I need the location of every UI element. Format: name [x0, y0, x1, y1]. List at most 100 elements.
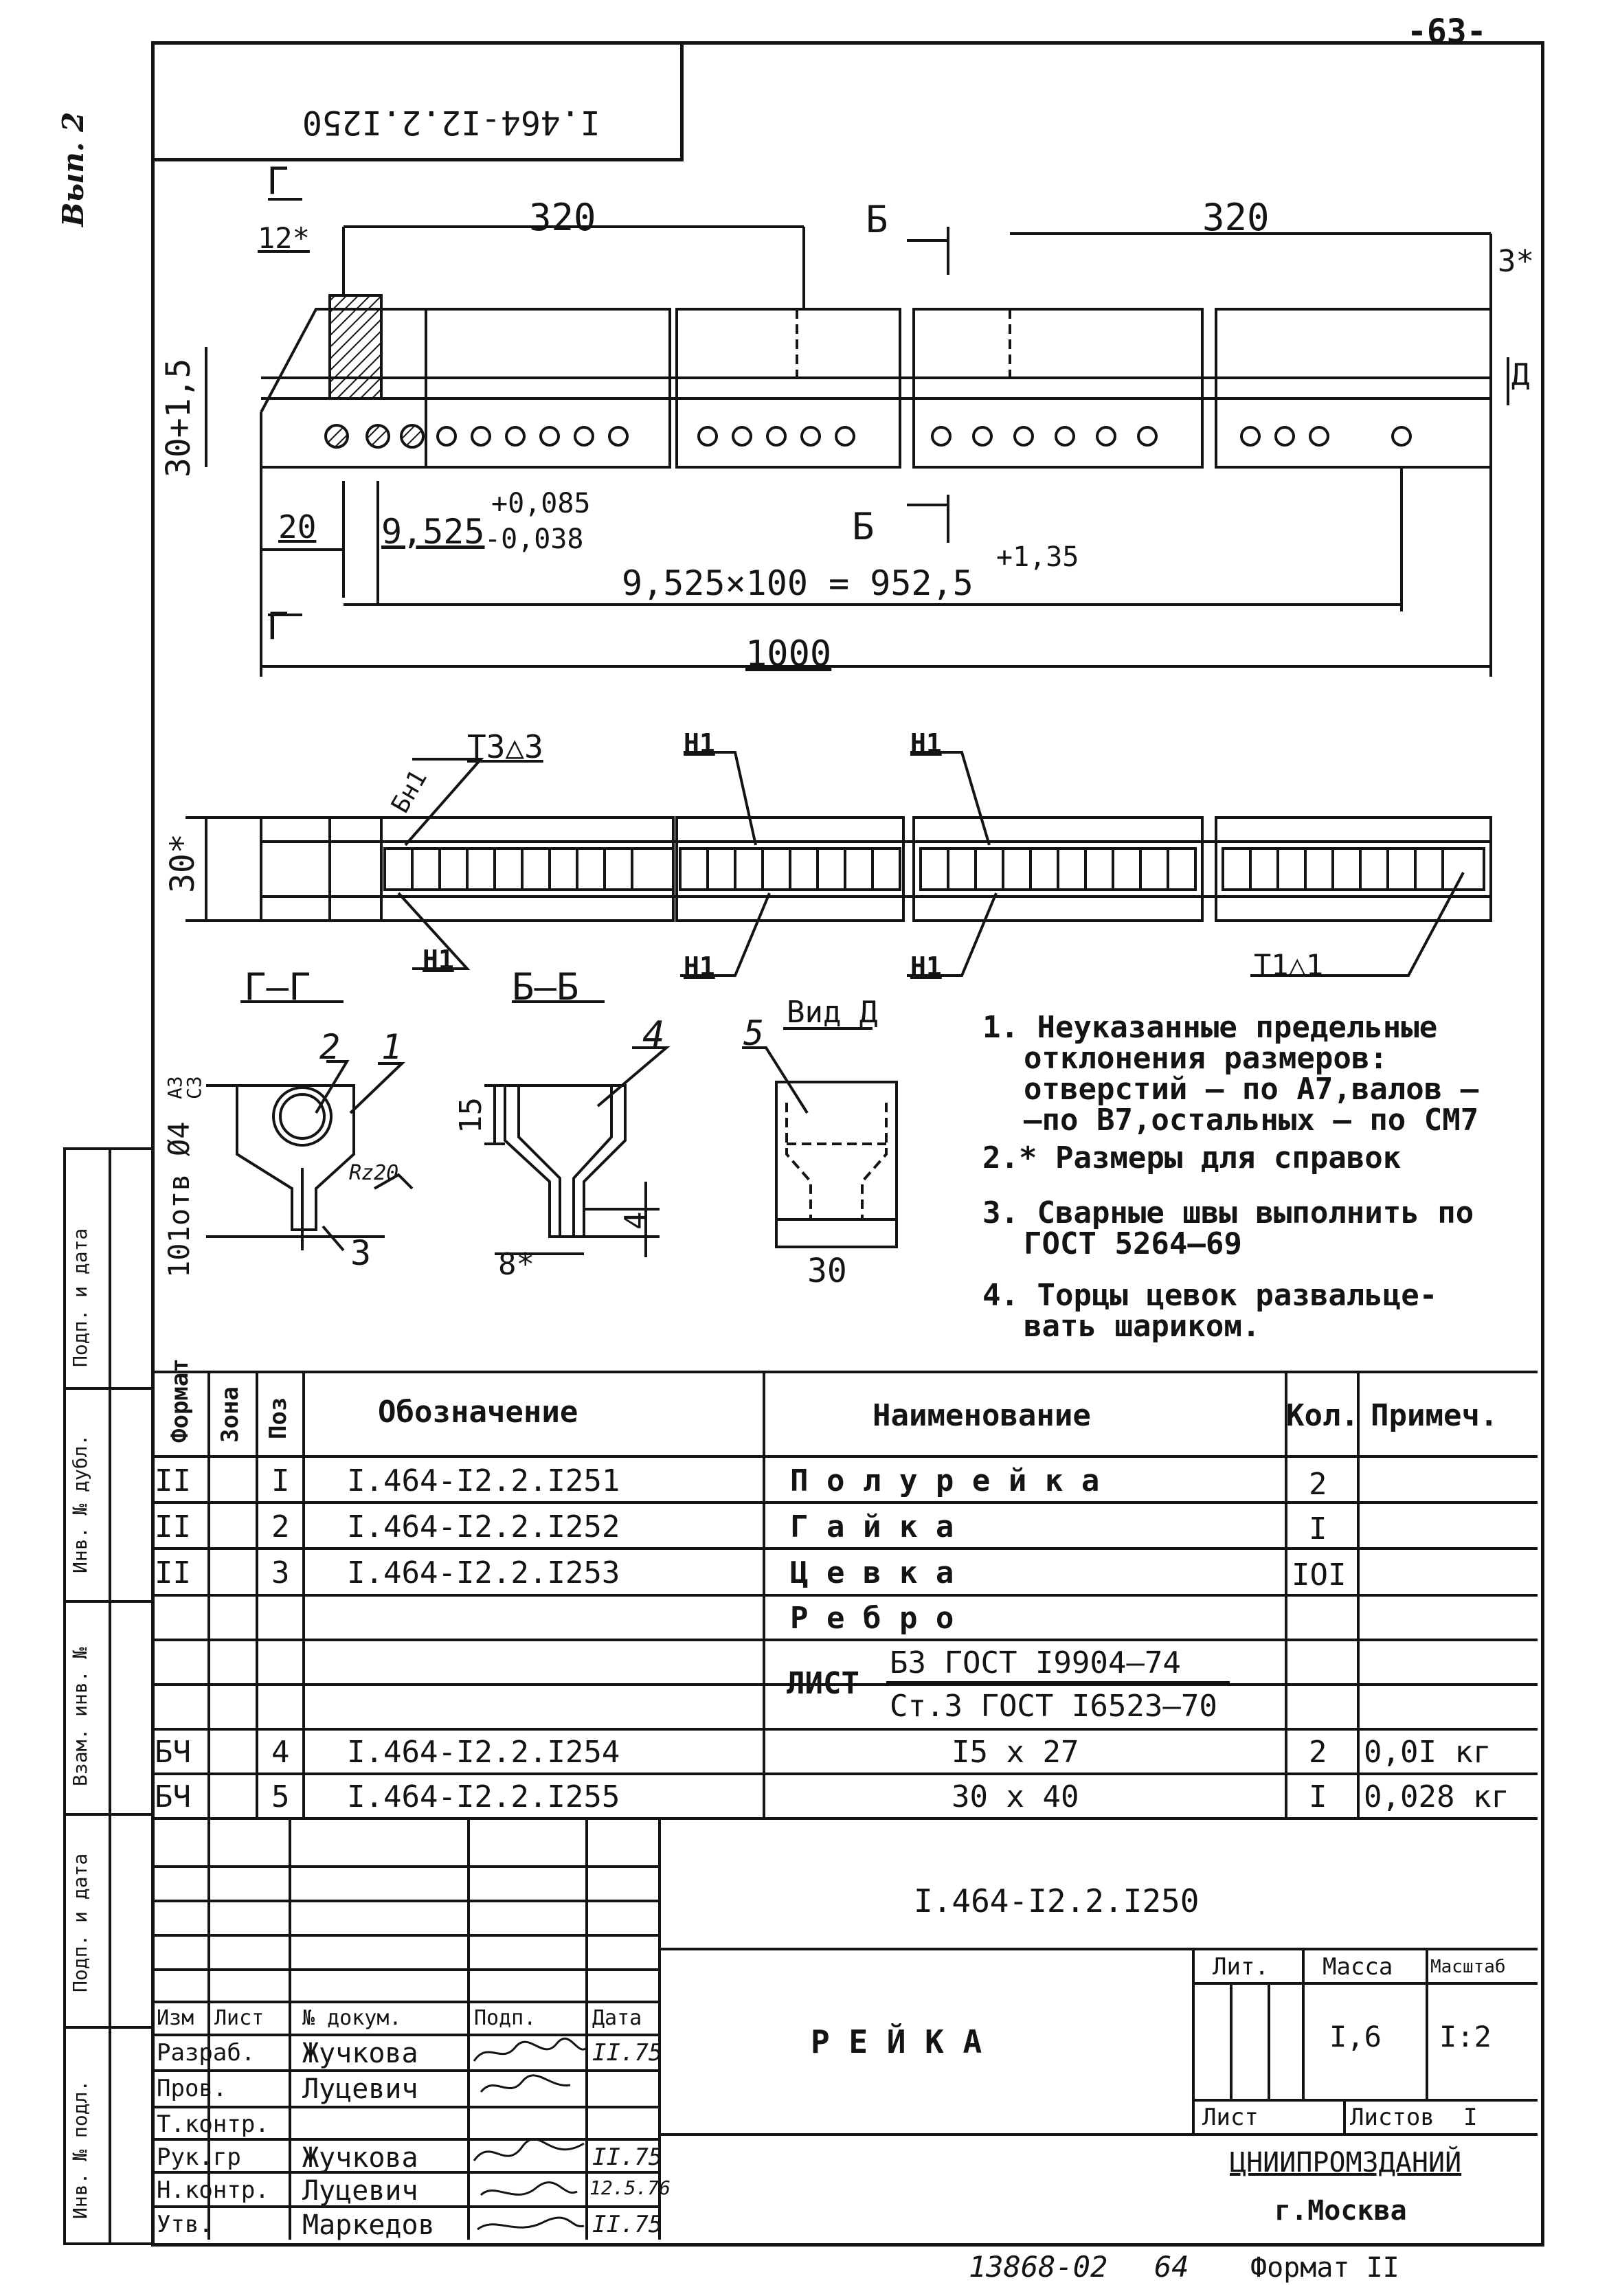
view-title-d: Вид Д: [787, 995, 878, 1030]
dim-101-holes: 101отв Ø4: [162, 1121, 196, 1278]
doc-code: I.464-I2.2.I250: [914, 1882, 1200, 1920]
dim-pitch-tol-low: -0,038: [484, 524, 584, 555]
part-name: Р Е Й К А: [811, 2023, 982, 2060]
section-title-bb: Б—Б: [512, 965, 579, 1009]
row-8-designation: I.464-I2.2.I255: [347, 1779, 620, 1814]
leader-5: 5: [743, 1013, 765, 1053]
section-views: [206, 1000, 898, 1257]
section-mark-b-bottom: Б: [852, 505, 875, 548]
col-zone: Зона: [216, 1386, 244, 1443]
side-stamp-3: Взам. инв. №: [69, 1647, 91, 1786]
section-title-gg: Г—Г: [244, 965, 311, 1009]
weld-n1-e: Н1: [910, 952, 942, 982]
row-8-note: 0,028 кг: [1364, 1779, 1509, 1814]
side-stamp-1: Подп. и дата: [69, 1228, 91, 1367]
row-1-name: П о л у р е й к а: [790, 1463, 1100, 1498]
role-2: Пров.: [157, 2075, 227, 2102]
row-7-name: I5 x 27: [952, 1735, 1079, 1770]
note-line-8: 4. Торцы цевок развальце-: [982, 1278, 1438, 1313]
note-line-3: отверстий – по А7,валов –: [1024, 1072, 1479, 1107]
role-5-date: 12.5.76: [589, 2176, 671, 2199]
row-2-format: II: [155, 1509, 191, 1544]
note-line-5: 2.* Размеры для справок: [982, 1140, 1402, 1175]
col-qty: Кол.: [1286, 1398, 1359, 1433]
hdr-date: Дата: [592, 2006, 642, 2030]
weld-t1: Т1△1: [1254, 948, 1324, 982]
code-box: [151, 41, 684, 161]
dim-total-pitch: 9,525×100 = 952,5: [622, 563, 974, 603]
row-3-name: Ц е в к а: [790, 1555, 954, 1590]
row-3-designation: I.464-I2.2.I253: [347, 1555, 620, 1590]
row-1-pos: I: [271, 1463, 290, 1498]
weld-n1-c: Н1: [423, 945, 454, 975]
row-8-format: БЧ: [155, 1779, 191, 1814]
sheets-value: I: [1463, 2104, 1478, 2131]
drawing-frame: [151, 41, 1544, 2247]
signatures: [473, 2037, 589, 2231]
leader-1: 1: [381, 1027, 403, 1067]
material-prefix: ЛИСТ: [787, 1666, 859, 1701]
dim-101-tol-low: C3: [183, 1076, 205, 1099]
dim-pitch: 9,525: [381, 512, 485, 552]
holes-row: [324, 424, 1412, 449]
col-format: Формат: [166, 1358, 194, 1443]
format-label: Формат II: [1250, 2252, 1399, 2284]
row-7-note: 0,0I кг: [1364, 1735, 1492, 1770]
role-4: Рук.гр: [157, 2143, 241, 2171]
section-mark-g-bottom: Г: [267, 605, 289, 648]
bottom-page: 64: [1154, 2250, 1189, 2284]
role-3: Т.контр.: [157, 2111, 269, 2138]
note-line-1: 1. Неуказанные предельные: [982, 1010, 1438, 1045]
dim-4: 4: [618, 1211, 653, 1230]
row-1-format: II: [155, 1463, 191, 1498]
section-mark-g-top: Г: [267, 159, 289, 203]
row-7-pos: 4: [271, 1735, 290, 1770]
role-1: Разраб.: [157, 2039, 256, 2067]
role-6-name: Маркедов: [302, 2209, 435, 2241]
section-mark-b-top: Б: [866, 198, 888, 241]
roughness-rz: Rz20: [349, 1161, 399, 1185]
col-designation: Обозначение: [378, 1395, 578, 1430]
row-3-format: II: [155, 1555, 191, 1590]
role-5-name: Луцевич: [302, 2175, 418, 2207]
row-4-name: Р е б р о: [790, 1601, 954, 1636]
sheet-label: Лист: [1202, 2104, 1259, 2131]
note-line-4: –по В7,остальных – по СМ7: [1024, 1103, 1479, 1138]
row-3-pos: 3: [271, 1555, 290, 1590]
role-5: Н.контр.: [157, 2176, 269, 2204]
row-8-pos: 5: [271, 1779, 290, 1814]
sheets-label: Листов: [1350, 2104, 1434, 2131]
leader-4: 4: [642, 1013, 665, 1057]
dim-320-left: 320: [529, 196, 596, 239]
row-2-designation: I.464-I2.2.I252: [347, 1509, 620, 1544]
col-name: Наименование: [873, 1398, 1091, 1433]
dim-15: 15: [453, 1097, 488, 1134]
plan-view: [185, 751, 1492, 977]
row-2-pos: 2: [271, 1509, 290, 1544]
row-1-designation: I.464-I2.2.I251: [347, 1463, 620, 1498]
weld-t3: Т3△3: [467, 728, 543, 765]
leader-3: 3: [350, 1233, 372, 1273]
row-1-qty: 2: [1309, 1467, 1327, 1502]
row-7-qty: 2: [1309, 1735, 1327, 1770]
scale-value: I:2: [1439, 2020, 1492, 2053]
dim-1000: 1000: [745, 633, 832, 675]
row-8-qty: I: [1309, 1779, 1327, 1814]
material-bottom: Ст.3 ГОСТ I6523–70: [890, 1689, 1217, 1724]
dim-3: 3*: [1498, 244, 1534, 279]
row-2-name: Г а й к а: [790, 1509, 954, 1544]
lit-label: Лит.: [1213, 1953, 1269, 1981]
role-4-name: Жучкова: [302, 2142, 418, 2174]
dim-total-pitch-tol: +1,35: [996, 541, 1079, 573]
weld-n1-a: Н1: [684, 728, 715, 758]
row-3-qty: IOI: [1292, 1557, 1347, 1592]
hdr-sign: Подп.: [474, 2006, 537, 2030]
role-1-date: II.75: [592, 2039, 663, 2067]
scale-label: Масштаб: [1430, 1957, 1506, 1977]
org-name: ЦНИИПРОМЗДАНИЙ: [1230, 2147, 1462, 2179]
dim-pitch-tol-up: +0,085: [491, 488, 591, 519]
role-1-name: Жучкова: [302, 2038, 418, 2069]
dim-30-tol: 30+1,5: [159, 358, 198, 477]
